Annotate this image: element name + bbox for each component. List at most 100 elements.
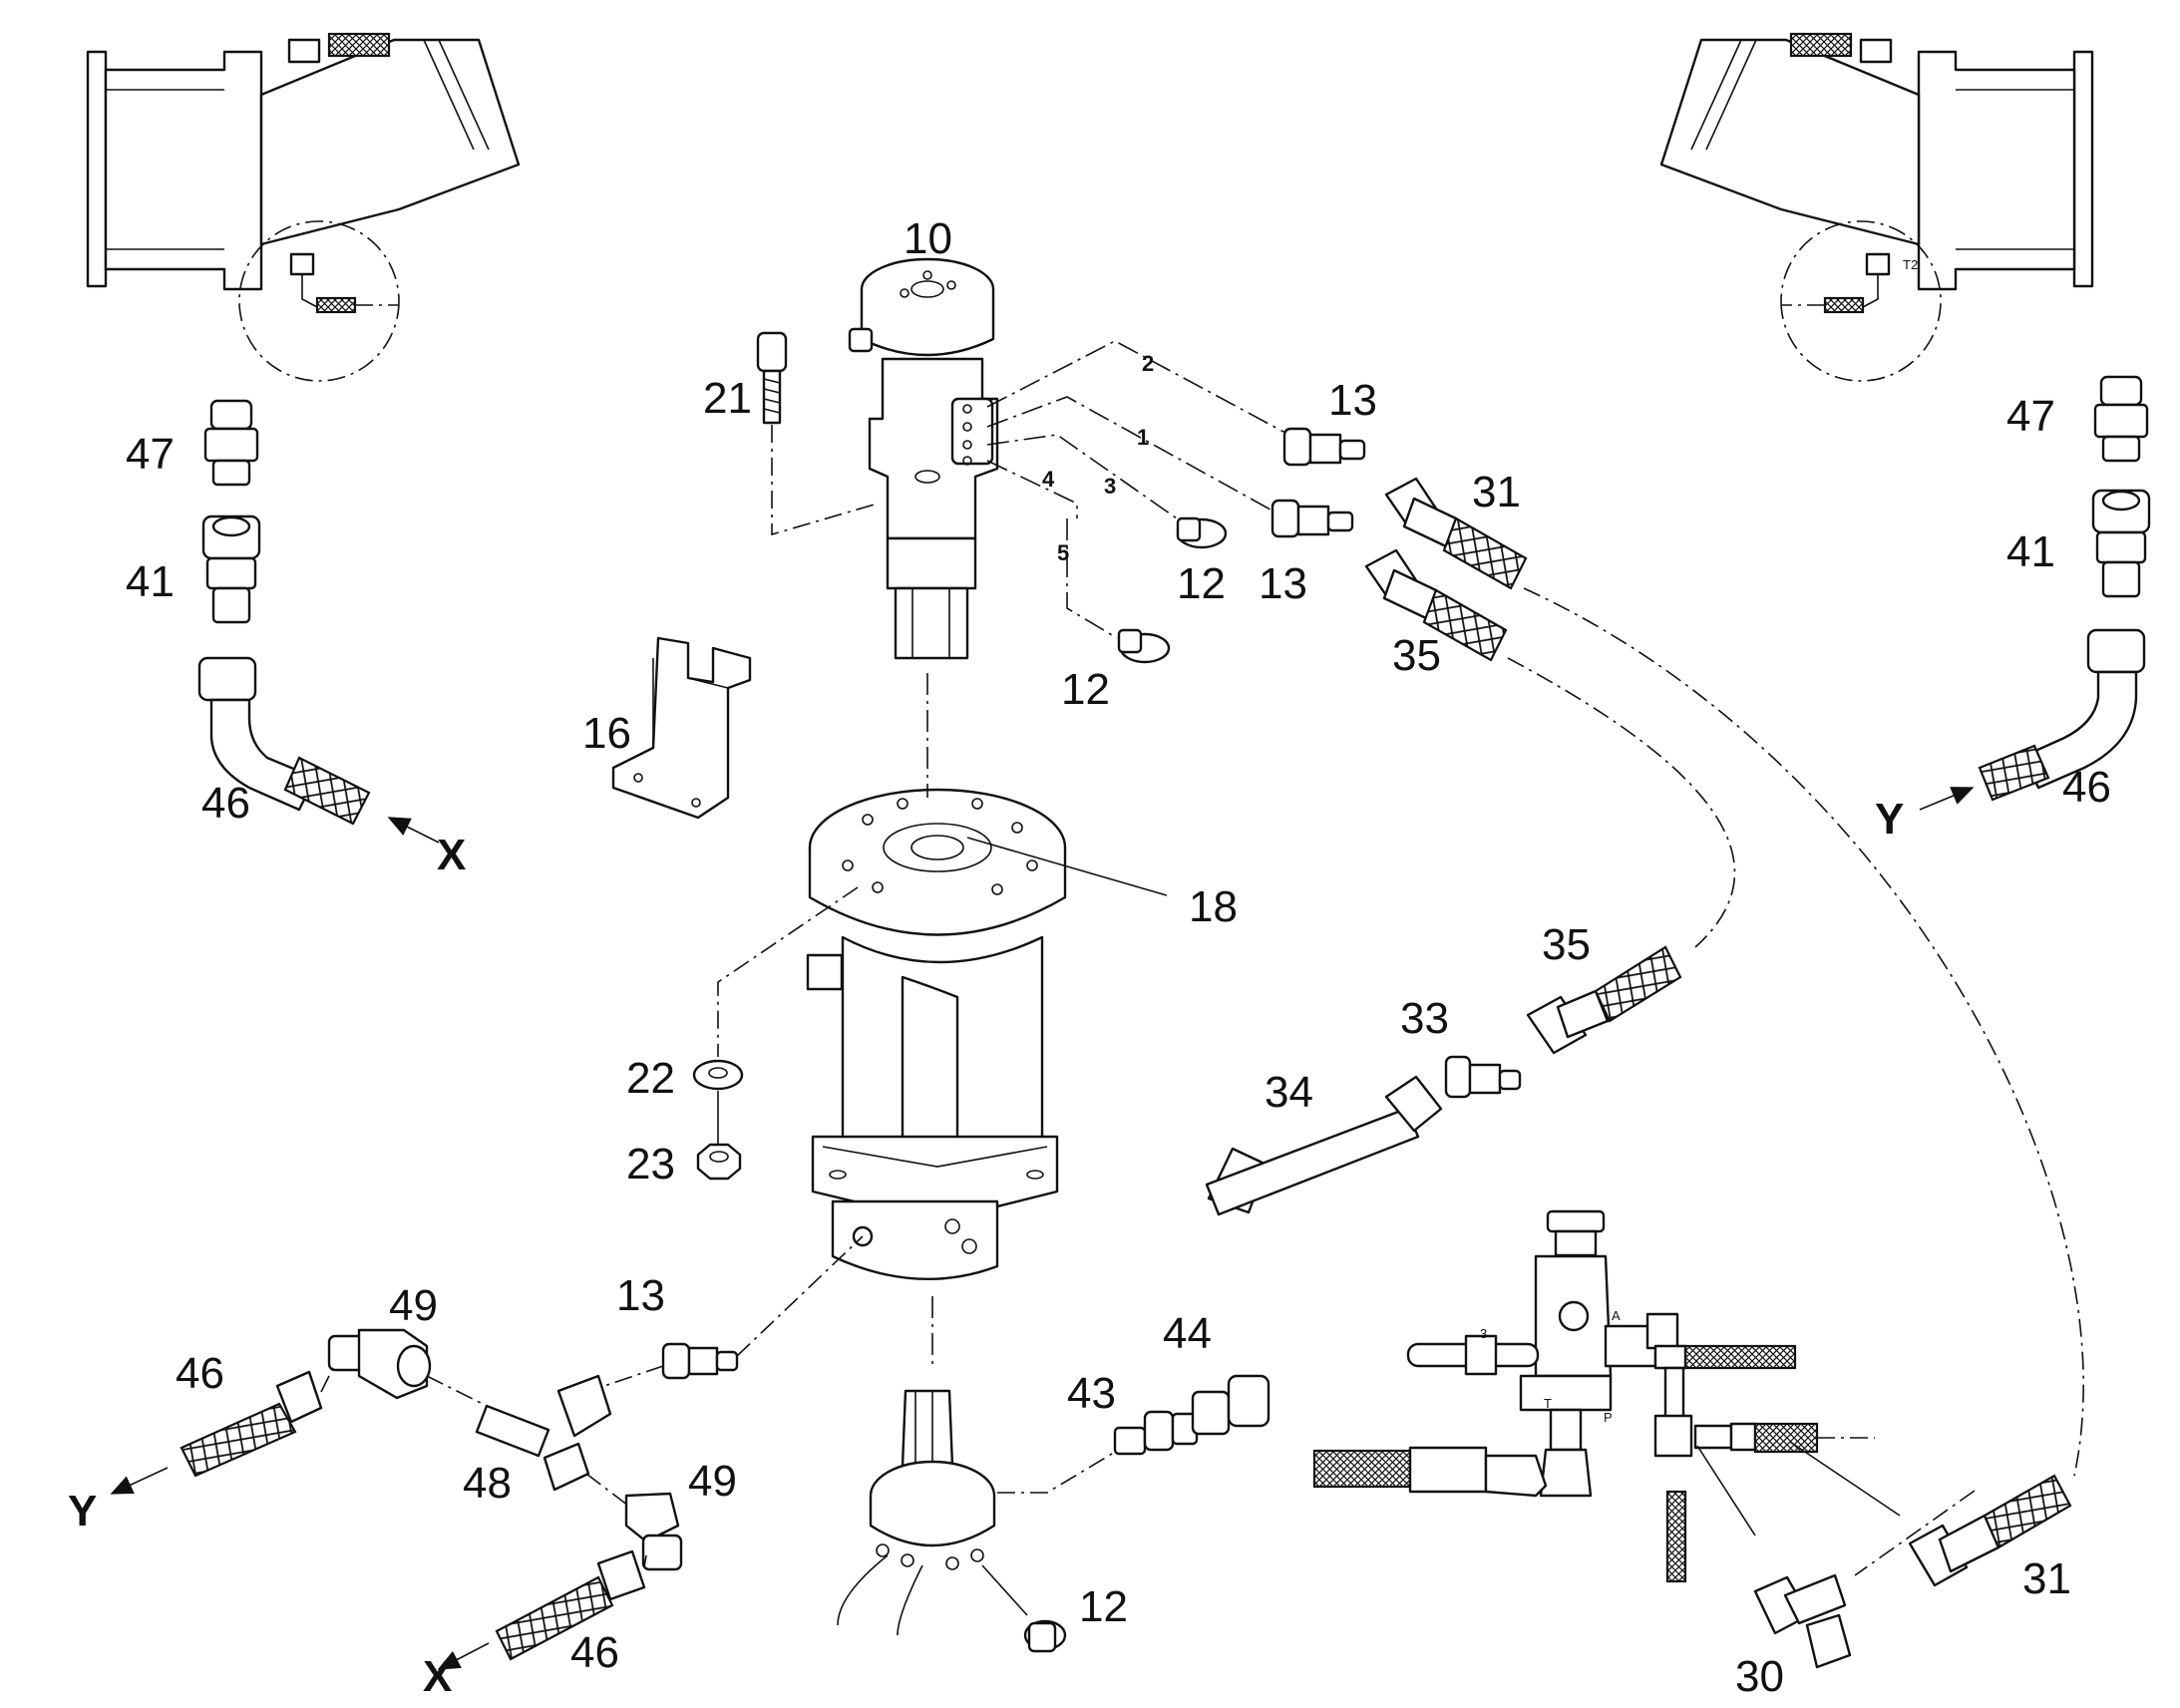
callout-43: 43 [1067, 1369, 1116, 1418]
callout-49-lower: 49 [688, 1457, 737, 1506]
part-33-union [1444, 1055, 1522, 1099]
callout-12-middle: 12 [1061, 665, 1110, 714]
line-1 [986, 396, 1287, 519]
part-13-fitting-lower [1271, 499, 1354, 538]
line-number-3: 3 [1104, 474, 1116, 499]
leader-46-49a [320, 1365, 335, 1393]
callout-46-y: 46 [176, 1349, 224, 1398]
leader-switch-43 [997, 1447, 1123, 1494]
callout-13-upper: 13 [1328, 376, 1377, 425]
callout-41-right: 41 [2006, 527, 2055, 576]
callout-46-x: 46 [570, 1628, 619, 1677]
part-30-tee [1753, 1573, 1852, 1669]
callout-41-left: 41 [126, 557, 175, 606]
part-21-bolt [756, 331, 788, 425]
part-34-pipe [1205, 1075, 1443, 1216]
leader-13-to-48 [597, 1365, 664, 1389]
part-22-washer [692, 1059, 744, 1091]
leader-bolt-21 [771, 425, 879, 536]
part-43-adapter [1113, 1410, 1199, 1456]
callout-47-right: 47 [2006, 392, 2055, 441]
callout-44: 44 [1163, 1309, 1212, 1358]
callout-49-upper: 49 [389, 1281, 438, 1330]
callout-31-lower: 31 [2022, 1554, 2071, 1603]
callout-30: 30 [1735, 1652, 1784, 1701]
detail-mark-t2: T2 [1903, 257, 1918, 272]
callout-13-lower: 13 [1259, 559, 1307, 608]
callout-46-left: 46 [201, 779, 250, 828]
line-number-4: 4 [1042, 467, 1055, 492]
part-41-left-connector [201, 514, 261, 624]
part-49-elbow-upper [327, 1328, 432, 1400]
part-12-plug-upper [1176, 516, 1228, 549]
route-31-to-30 [1854, 1490, 1976, 1576]
leader-22 [717, 886, 859, 1057]
part-12-plug-middle [1117, 628, 1171, 664]
part-18-motor-body [806, 788, 1067, 1281]
part-35-hose-lower [1526, 945, 1682, 1055]
callout-46-right: 46 [2062, 763, 2111, 812]
part-35-hose-upper [1364, 548, 1508, 662]
line-3 [986, 434, 1178, 519]
valve-mark-3: 3 [1480, 1326, 1487, 1341]
part-13-fitting-upper [1282, 427, 1366, 467]
arrow-y-bottom [110, 1467, 169, 1495]
part-31-hose-lower [1908, 1474, 2072, 1587]
callout-18: 18 [1189, 882, 1238, 931]
line-4 [986, 460, 1078, 518]
callout-22: 22 [626, 1054, 675, 1103]
callout-48: 48 [463, 1459, 512, 1508]
leader-48-49 [585, 1473, 629, 1507]
line-number-1: 1 [1137, 425, 1149, 450]
direction-y-top-right: Y [1875, 795, 1904, 844]
part-13-fitting-bottom [661, 1342, 739, 1380]
valve-mark-a: A [1612, 1308, 1621, 1323]
line-5 [1066, 518, 1118, 639]
valve-mark-t: T [1544, 1396, 1552, 1411]
route-31 [1523, 587, 2084, 1477]
pipe-detail-left [86, 32, 521, 382]
part-31-hose-upper [1384, 477, 1528, 590]
pipe-detail-right [1659, 32, 2094, 382]
part-47-right-union [2093, 375, 2149, 463]
arrow-x-bottom [437, 1642, 490, 1670]
part-46-left-hose [197, 656, 371, 826]
part-46-right-hose [1978, 628, 2146, 802]
direction-x-bottom: X [423, 1652, 452, 1701]
line-number-2: 2 [1142, 351, 1154, 376]
callout-12-upper: 12 [1177, 559, 1226, 608]
line-2 [986, 340, 1297, 440]
callout-21: 21 [703, 374, 752, 423]
part-10-sensor-head [848, 257, 999, 660]
callout-16: 16 [582, 709, 631, 758]
callout-31-upper: 31 [1472, 468, 1521, 516]
valve-mark-p: P [1604, 1410, 1613, 1425]
part-23-nut [696, 1143, 742, 1181]
part-41-right-connector [2091, 489, 2151, 598]
part-16-bracket [611, 636, 752, 820]
callout-34: 34 [1265, 1068, 1313, 1117]
part-49-elbow-lower [624, 1492, 683, 1571]
callout-35-upper: 35 [1392, 631, 1441, 680]
leader-12-switch [981, 1564, 1028, 1616]
callout-10: 10 [904, 214, 952, 263]
leader-18 [966, 837, 1168, 896]
part-46-hose-y [180, 1370, 323, 1478]
callout-47-left: 47 [126, 430, 175, 479]
leader-46-49b [643, 1554, 647, 1568]
callout-23: 23 [626, 1140, 675, 1189]
part-47-left-union [203, 399, 259, 487]
valve-block-assembly [1312, 1209, 1901, 1583]
arrow-x-top-left [387, 817, 440, 844]
direction-y-bottom: Y [68, 1487, 97, 1536]
part-48-tee [475, 1374, 612, 1492]
line-number-5: 5 [1057, 540, 1069, 565]
callout-33: 33 [1400, 994, 1449, 1043]
callout-13-bottom: 13 [616, 1271, 665, 1320]
route-35 [1507, 657, 1736, 948]
part-44-connector [1191, 1374, 1271, 1436]
leader-13-bottom [736, 1235, 864, 1357]
arrow-y-top-right [1919, 787, 1975, 811]
callout-12-lower: 12 [1079, 1582, 1128, 1631]
